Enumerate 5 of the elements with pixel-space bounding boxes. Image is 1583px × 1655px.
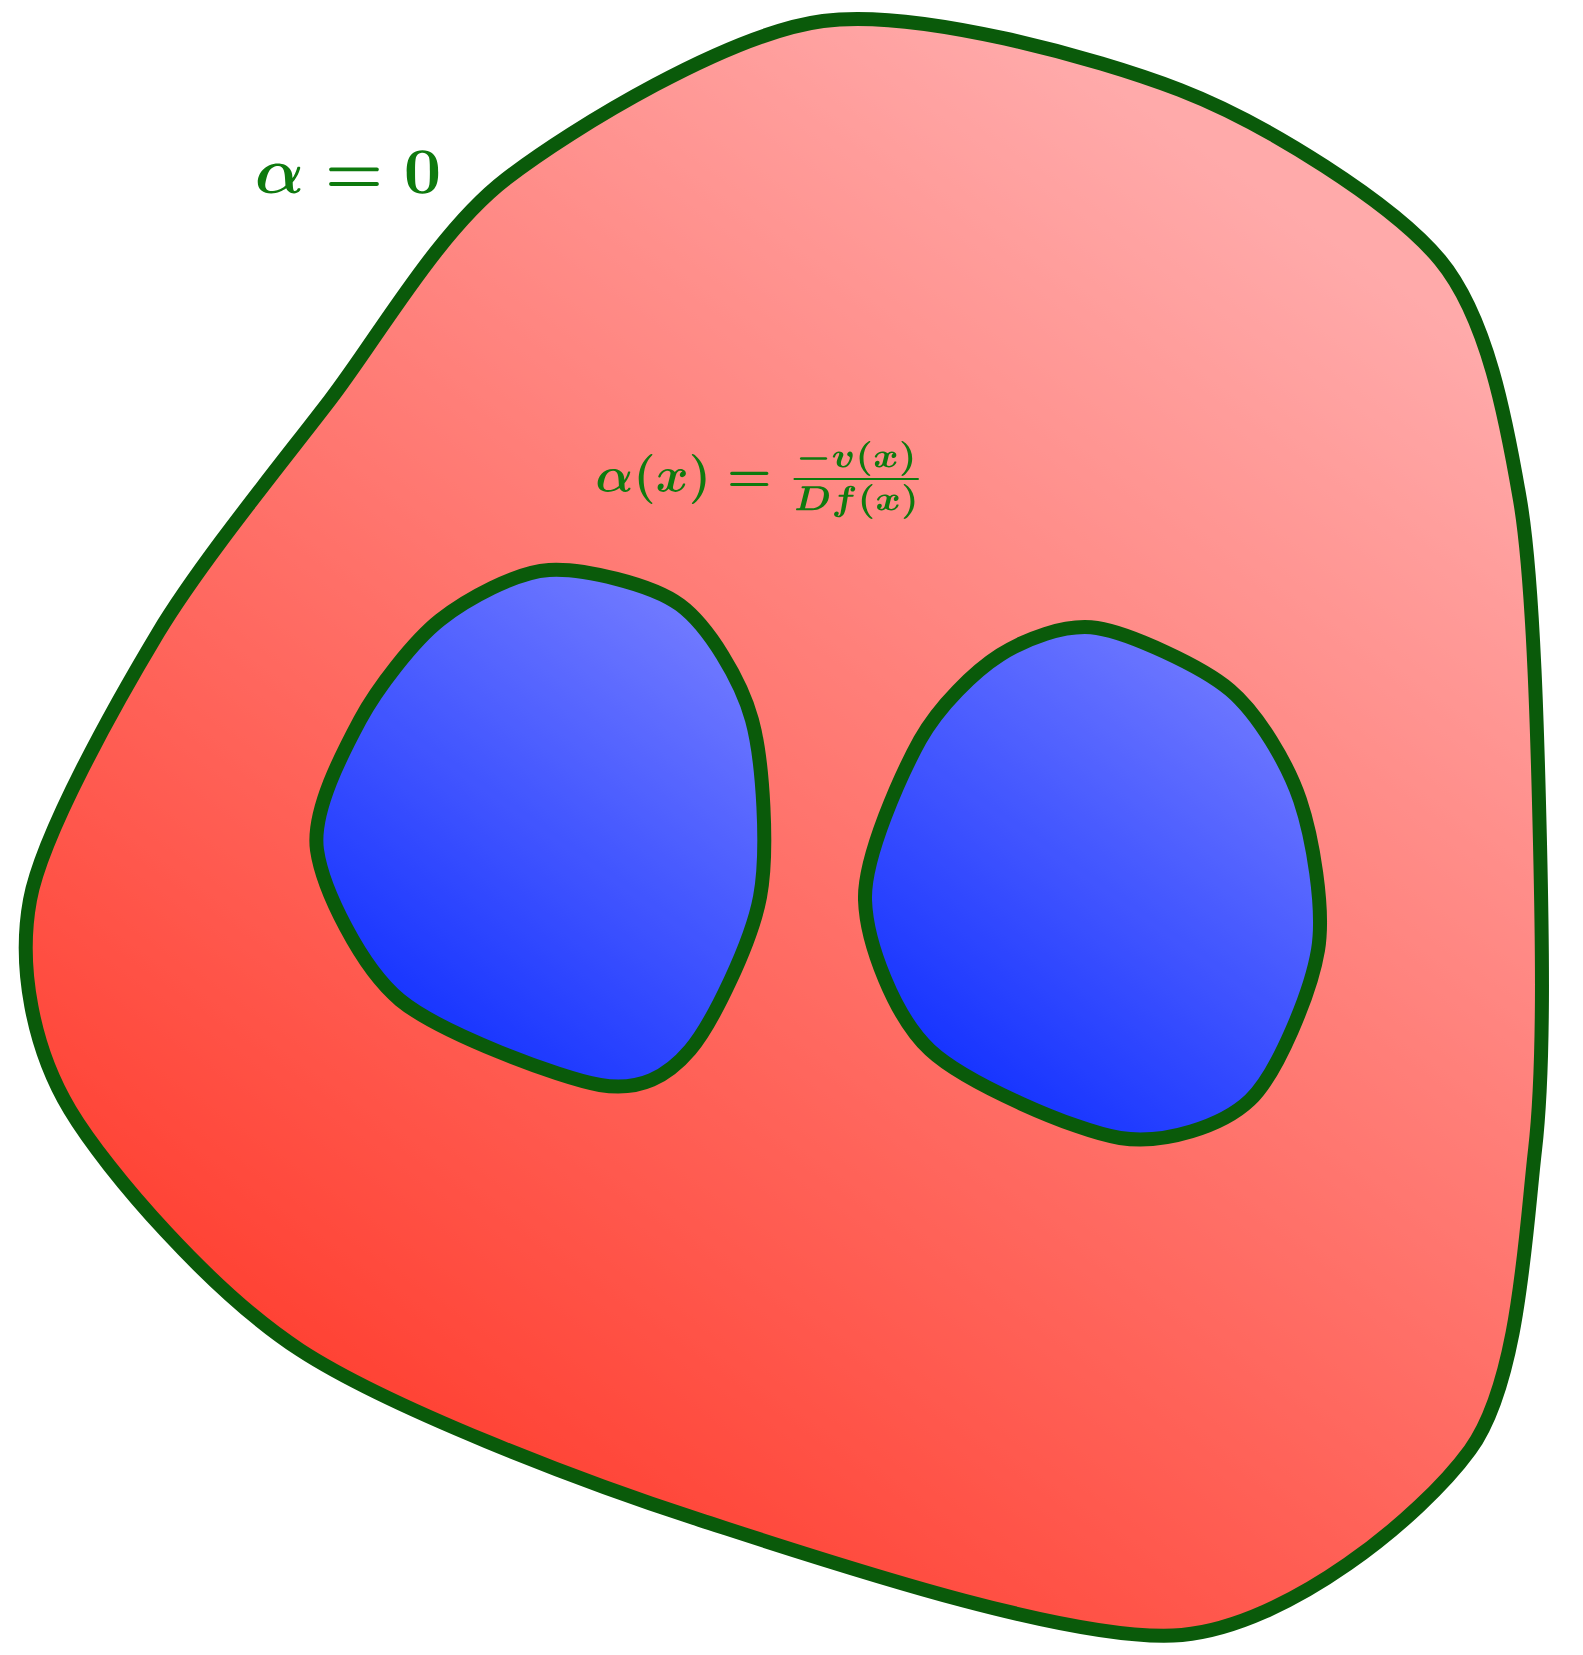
- formula: $\alpha(x) = \frac{-v(x)}{Df(x)}$: [597, 441, 919, 519]
- region-blob: [18, 12, 1549, 1643]
- hole-blob: [858, 620, 1327, 1147]
- formula: $\alpha = 0$: [257, 150, 439, 194]
- hole-blob: [309, 562, 772, 1094]
